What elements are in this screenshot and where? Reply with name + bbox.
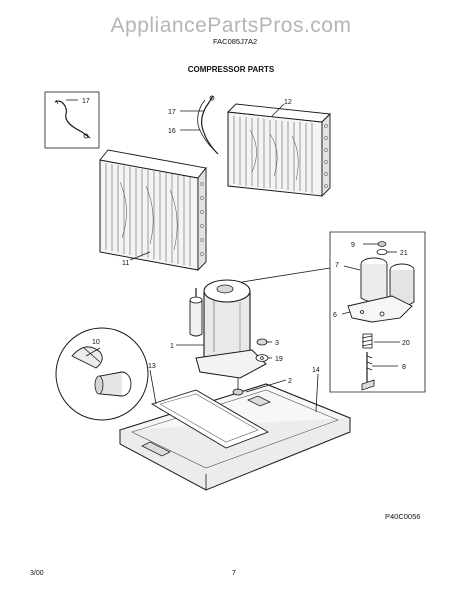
callout-21: 21 (400, 250, 408, 257)
figure-code: P40C0056 (385, 512, 420, 521)
condenser-coil (227, 103, 331, 198)
callout-9: 9 (351, 242, 355, 249)
callout-19: 19 (275, 356, 283, 363)
callout-7: 7 (335, 262, 339, 269)
callout-12: 12 (284, 99, 292, 106)
callout-13: 13 (148, 363, 156, 370)
compressor (189, 279, 267, 379)
callout-10: 10 (92, 339, 100, 346)
callout-1: 1 (170, 343, 174, 350)
callout-3: 3 (275, 340, 279, 347)
callout-2: 2 (288, 378, 292, 385)
callout-8: 8 (402, 364, 406, 371)
inset-overload-parts (241, 231, 426, 393)
callout-17-inset: 17 (82, 98, 90, 105)
leader-lines (66, 99, 400, 413)
model-number: FAC085J7A2 (213, 37, 257, 46)
section-title: COMPRESSOR PARTS (188, 65, 275, 74)
callout-11: 11 (122, 260, 129, 267)
callout-labels: 17 17 16 12 11 9 21 7 6 20 8 1 3 19 2 10… (82, 98, 410, 385)
inset-fan-assembly (55, 327, 149, 421)
page-number: 7 (232, 570, 236, 577)
inset-capillary-tube (44, 91, 100, 149)
callout-16: 16 (168, 128, 176, 135)
base-pan (118, 378, 352, 491)
footer-date: 3/00 (30, 570, 44, 577)
small-hardware (255, 338, 269, 362)
evaporator-coil (99, 149, 207, 272)
callout-6: 6 (333, 312, 337, 319)
callout-17: 17 (168, 109, 176, 116)
capillary-assembly (197, 95, 219, 155)
watermark: AppliancePartsPros.com (111, 14, 352, 37)
callout-20: 20 (402, 340, 410, 347)
callout-14: 14 (312, 367, 320, 374)
